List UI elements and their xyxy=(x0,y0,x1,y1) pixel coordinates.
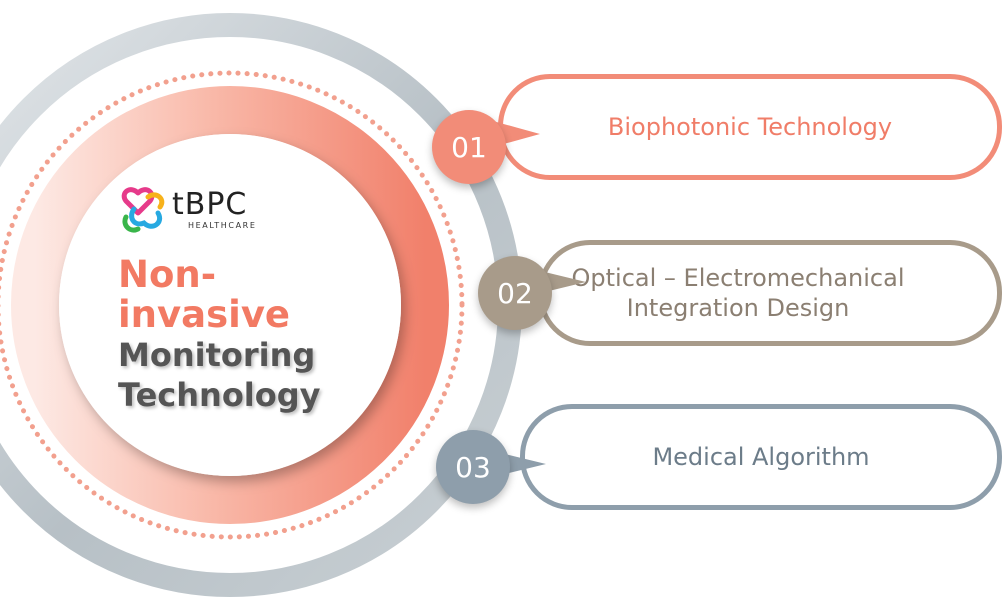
title-line-1: Non- xyxy=(118,253,217,296)
subtitle-line-2: Technology xyxy=(118,376,321,414)
badge-number-03: 03 xyxy=(455,450,491,484)
item-label-02-line-1: Optical – Electromechanical xyxy=(571,264,905,292)
logo-wordmark: tBPC xyxy=(172,187,248,222)
number-badge-03: 03 xyxy=(436,430,510,504)
coral-ring xyxy=(11,86,449,524)
tbpc-logo: tBPC HEALTHCARE xyxy=(120,187,300,237)
item-label-03: Medical Algorithm xyxy=(652,443,870,471)
badge-number-02: 02 xyxy=(497,276,533,310)
badge-number-01: 01 xyxy=(451,130,487,164)
center-title: Non- invasive Monitoring Technology xyxy=(118,255,358,415)
item-pill-03: Medical Algorithm xyxy=(520,404,1002,510)
subtitle-line-1: Monitoring xyxy=(118,336,316,374)
number-badge-01: 01 xyxy=(432,110,506,184)
item-pill-01: Biophotonic Technology xyxy=(498,74,1002,180)
dotted-ring xyxy=(0,70,465,540)
item-label-01: Biophotonic Technology xyxy=(607,113,893,141)
number-badge-02: 02 xyxy=(478,256,552,330)
item-label-02-line-2: Integration Design xyxy=(626,294,850,322)
tbpc-logo-icon xyxy=(121,187,165,233)
logo-subtitle: HEALTHCARE xyxy=(188,221,257,230)
title-line-2: invasive xyxy=(118,293,291,336)
inner-white-disk xyxy=(59,134,401,476)
item-pill-02: Optical – Electromechanical Integration … xyxy=(538,240,1002,346)
